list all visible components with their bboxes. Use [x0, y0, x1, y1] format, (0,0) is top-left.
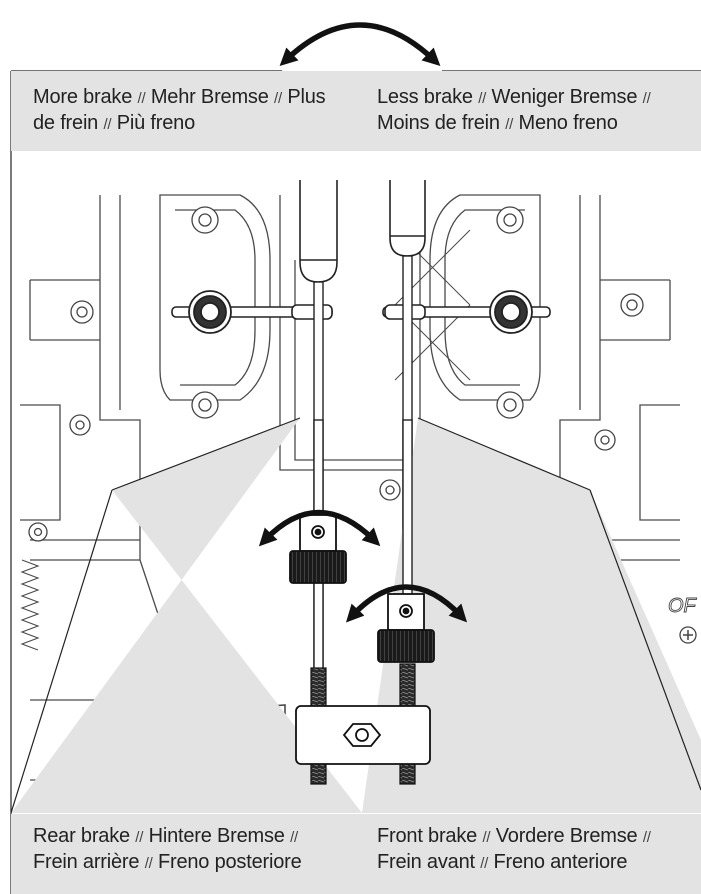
more-brake-de: Mehr Bremse: [150, 86, 269, 108]
more-brake-label: More brake // Mehr Bremse // Plus de fre…: [11, 71, 362, 151]
callout-wedges: [10, 417, 701, 814]
rear-brake-de: Hintere Bremse: [148, 825, 285, 847]
front-brake-de: Vordere Bremse: [495, 825, 638, 847]
separator: //: [274, 90, 282, 107]
more-brake-en: More brake: [33, 86, 133, 108]
top-swap-arrow-icon: [279, 22, 441, 67]
less-brake-fr: Moins de frein: [377, 112, 500, 134]
threaded-rod-ends: [310, 663, 416, 785]
separator: //: [482, 829, 491, 846]
brake-mount-block: [295, 705, 431, 765]
more-brake-it: Più freno: [116, 112, 196, 134]
pivot-nuts: [188, 290, 533, 334]
more-brake-fr-part2: de frein: [33, 112, 99, 134]
separator: //: [480, 855, 489, 872]
separator: //: [144, 855, 153, 872]
separator: //: [135, 829, 144, 846]
front-brake-it: Freno anteriore: [493, 851, 628, 873]
separator: //: [290, 829, 299, 846]
adjust-direction-arrows: [258, 22, 468, 623]
less-brake-label: Less brake // Weniger Bremse // Moins de…: [362, 71, 701, 151]
rear-brake-label: Rear brake // Hintere Bremse // Frein ar…: [11, 814, 362, 894]
front-brake-en: Front brake: [377, 825, 478, 847]
more-brake-fr-part1: Plus: [287, 86, 326, 108]
rear-brake-en: Rear brake: [33, 825, 130, 847]
separator: //: [642, 90, 651, 107]
separator: //: [505, 116, 514, 133]
less-brake-it: Meno freno: [518, 112, 618, 134]
rear-brake-adjuster: [289, 514, 347, 584]
less-brake-en: Less brake: [377, 86, 473, 108]
rear-brake-it: Freno posteriore: [157, 851, 302, 873]
less-brake-de: Weniger Bremse: [491, 86, 638, 108]
rear-brake-fr: Frein arrière: [33, 851, 140, 873]
chassis-off-mark: OF: [668, 595, 698, 617]
separator: //: [103, 116, 112, 133]
front-rotate-arrow-icon: [346, 584, 468, 623]
separator: //: [478, 90, 487, 107]
rear-rotate-arrow-icon: [258, 509, 381, 547]
front-brake-label: Front brake // Vordere Bremse // Frein a…: [362, 814, 701, 894]
separator: //: [137, 90, 146, 107]
separator: //: [642, 829, 651, 846]
front-brake-fr: Frein avant: [377, 851, 475, 873]
